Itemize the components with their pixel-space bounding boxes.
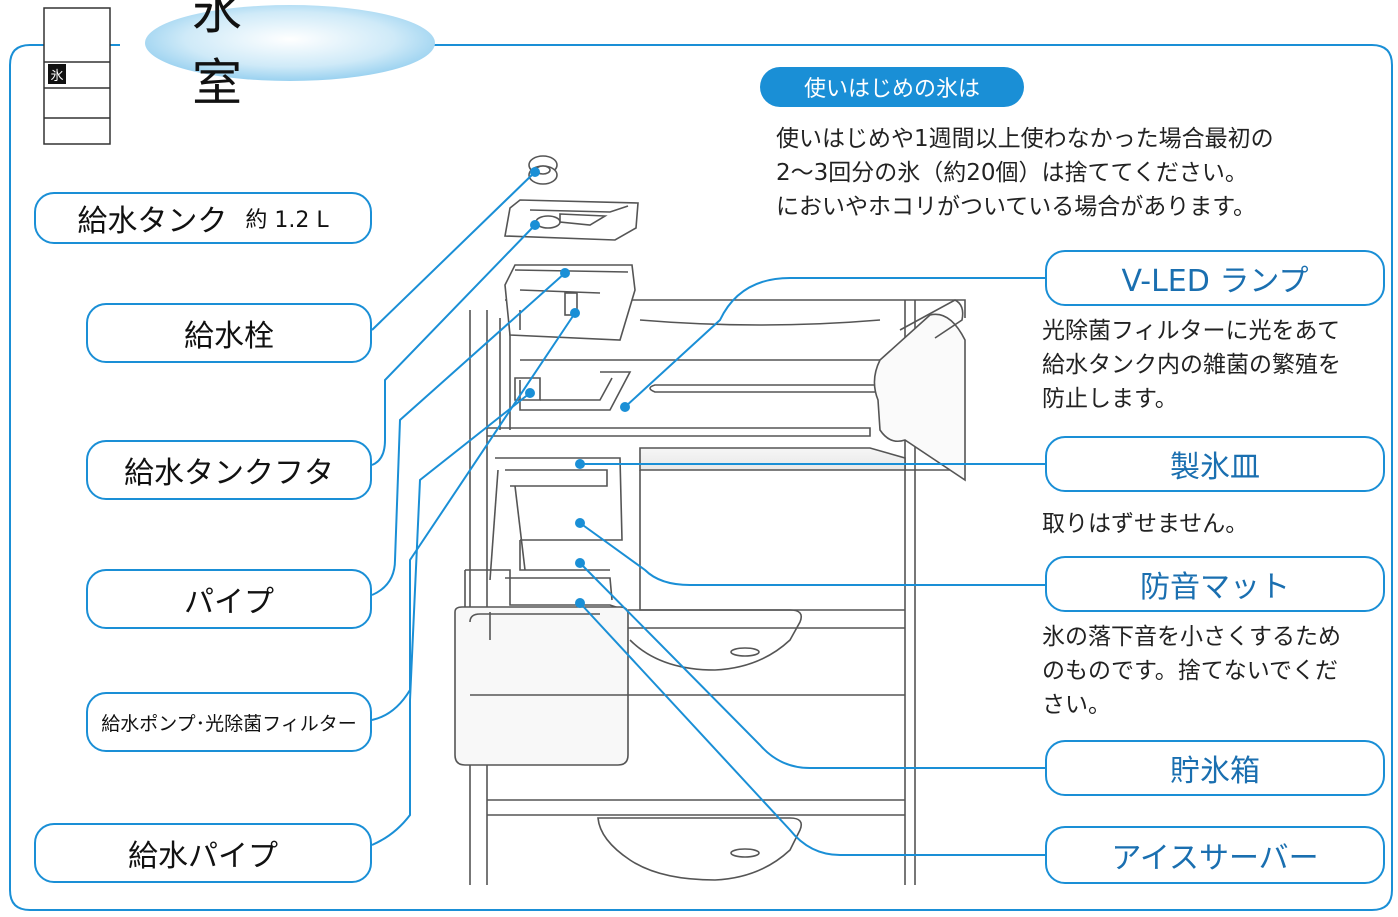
sound-mat-description: 氷の落下音を小さくするため のものです。捨てないでくだ さい。	[1042, 620, 1341, 722]
sound-mat-desc-line-3: さい。	[1042, 692, 1111, 718]
sound-mat-desc-line-2: のものです。捨てないでくだ	[1042, 658, 1339, 684]
label-sound-mat: 防音マット	[1045, 556, 1385, 612]
refrigerator-illustration	[454, 299, 966, 885]
outer-frame	[9, 44, 1393, 911]
title-oval	[145, 5, 435, 81]
label-water-pipe: 給水パイプ	[34, 823, 372, 883]
ice-tray-description: 取りはずせません。	[1042, 507, 1248, 541]
sound-mat-desc-line-1: 氷の落下音を小さくするため	[1042, 624, 1341, 650]
label-vled-lamp: V-LED ランプ	[1045, 250, 1385, 306]
first-use-line-3: においやホコリがついている場合があります。	[776, 194, 1257, 220]
indicator-chip: 氷	[48, 64, 66, 84]
vled-desc-line-3: 防止します。	[1042, 386, 1178, 412]
first-use-line-1: 使いはじめや1週間以上使わなかった場合最初の	[776, 126, 1274, 152]
label-water-tank-name: 給水タンク	[77, 204, 228, 239]
vled-desc-line-1: 光除菌フィルターに光をあて	[1042, 318, 1341, 344]
label-tank-lid: 給水タンクフタ	[86, 440, 372, 500]
label-pump-filter: 給水ポンプ･光除菌フィルター	[86, 692, 372, 752]
tank-parts	[504, 155, 639, 341]
first-use-note: 使いはじめや1週間以上使わなかった場合最初の 2～3回分の氷（約20個）は捨てて…	[776, 122, 1274, 224]
leader-lines	[371, 171, 1045, 856]
label-water-tank: 給水タンク 約 1.2 L	[34, 192, 372, 244]
first-use-line-2: 2～3回分の氷（約20個）は捨ててください。	[776, 160, 1248, 186]
label-ice-storage-box: 貯氷箱	[1045, 740, 1385, 796]
label-ice-server: アイスサーバー	[1045, 826, 1385, 884]
leader-dots	[525, 167, 630, 608]
first-use-pill: 使いはじめの氷は	[760, 67, 1024, 107]
vled-desc-line-2: 給水タンク内の雑菌の繁殖を	[1042, 352, 1341, 378]
section-title: 氷 室	[192, 0, 286, 112]
label-faucet: 給水栓	[86, 303, 372, 363]
label-ice-tray: 製氷皿	[1045, 436, 1385, 492]
ice-tray-desc-line-1: 取りはずせません。	[1042, 511, 1249, 537]
label-water-tank-capacity: 約 1.2 L	[245, 208, 329, 233]
vled-description: 光除菌フィルターに光をあて 給水タンク内の雑菌の繁殖を 防止します。	[1042, 314, 1341, 416]
label-pipe: パイプ	[86, 569, 372, 629]
